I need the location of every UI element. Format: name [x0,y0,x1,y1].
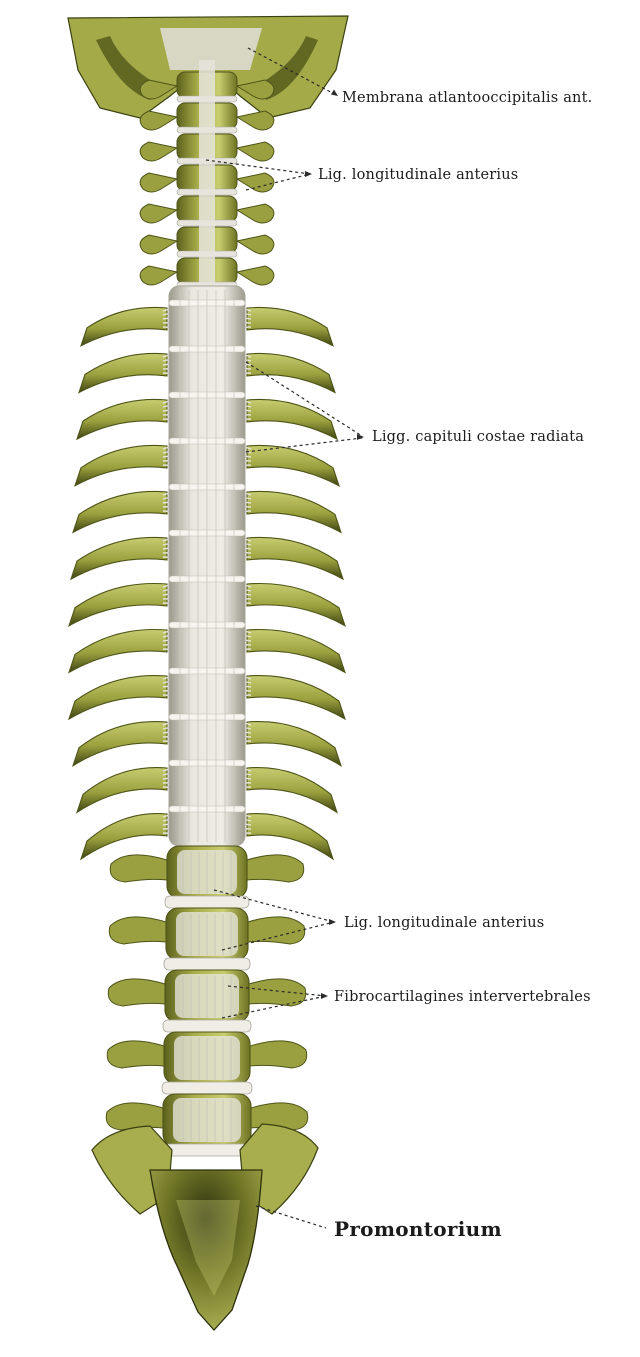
rib-left [78,352,168,394]
label-fibrocartilagines-intervertebrales: Fibrocartilagines intervertebrales [334,989,591,1005]
sacrum [149,1169,263,1331]
rib-right [246,582,346,627]
cervical-transverse-process-right [235,234,275,255]
lumbar-transverse-process-left [107,978,166,1007]
cervical-transverse-process-left [139,110,179,131]
lig-longitudinale-anterius-cervical [199,60,215,290]
rib-left [68,674,168,721]
rib-right [246,674,346,721]
rib-right [246,628,346,674]
rib-left [75,766,168,814]
rib-right [246,490,342,534]
cervical-transverse-process-right [235,265,275,286]
lumbar-transverse-process-left [108,916,167,945]
rib-right [246,306,334,347]
rib-right [246,766,339,814]
ribs [68,303,346,861]
cervical-transverse-process-left [139,79,179,100]
label-ligg-capituli-costae-radiata: Ligg. capituli costae radiata [372,429,585,445]
lumbar-transverse-process-right [247,916,306,945]
intervertebral-disc [163,957,251,971]
thoracic-column [168,285,246,847]
membrana-atlantooccipitalis [160,28,262,70]
rib-left [76,398,168,441]
lumbar-transverse-process-left [105,1102,164,1131]
rib-left [72,490,168,534]
lumbar-transverse-process-left [109,854,168,883]
rib-right [246,398,338,441]
label-lig-longitudinale-anterius-upper: Lig. longitudinale anterius [318,167,519,183]
intervertebral-disc [160,1143,254,1157]
cervical-transverse-process-right [235,203,275,224]
label-membrana-atlantooccipitalis: Membrana atlantooccipitalis ant. [342,90,593,106]
intervertebral-disc [161,1081,253,1095]
intervertebral-disc [162,1019,252,1033]
rib-left [79,813,168,861]
rib-right [246,444,340,487]
cervical-transverse-process-left [139,203,179,224]
rib-right [246,813,335,861]
lumbar-vertebrae [105,845,309,1157]
lumbar-transverse-process-right [248,978,307,1007]
rib-right [246,352,336,394]
label-promontorium: Promontorium [334,1217,502,1241]
intervertebral-disc [164,895,250,909]
rib-left [74,444,168,487]
rib-right [246,536,344,581]
lumbar-transverse-process-left [106,1040,165,1069]
rib-left [68,582,168,627]
label-lig-longitudinale-anterius-lower: Lig. longitudinale anterius [344,915,545,931]
rib-right [246,720,343,768]
leader-lines [205,47,364,1229]
cervical-transverse-process-right [235,79,275,100]
cervical-vertebrae [139,60,275,290]
rib-left [80,306,168,347]
cervical-transverse-process-left [139,265,179,286]
rib-left [70,536,168,581]
lumbar-transverse-process-right [249,1040,308,1069]
cervical-transverse-process-left [139,234,179,255]
lumbar-transverse-process-right [246,854,305,883]
cervical-transverse-process-left [139,141,179,162]
cervical-transverse-process-left [139,172,179,193]
cervical-transverse-process-right [235,141,275,162]
cervical-transverse-process-right [235,110,275,131]
rib-left [71,720,168,768]
cervical-transverse-process-right [235,172,275,193]
rib-left [68,628,168,674]
